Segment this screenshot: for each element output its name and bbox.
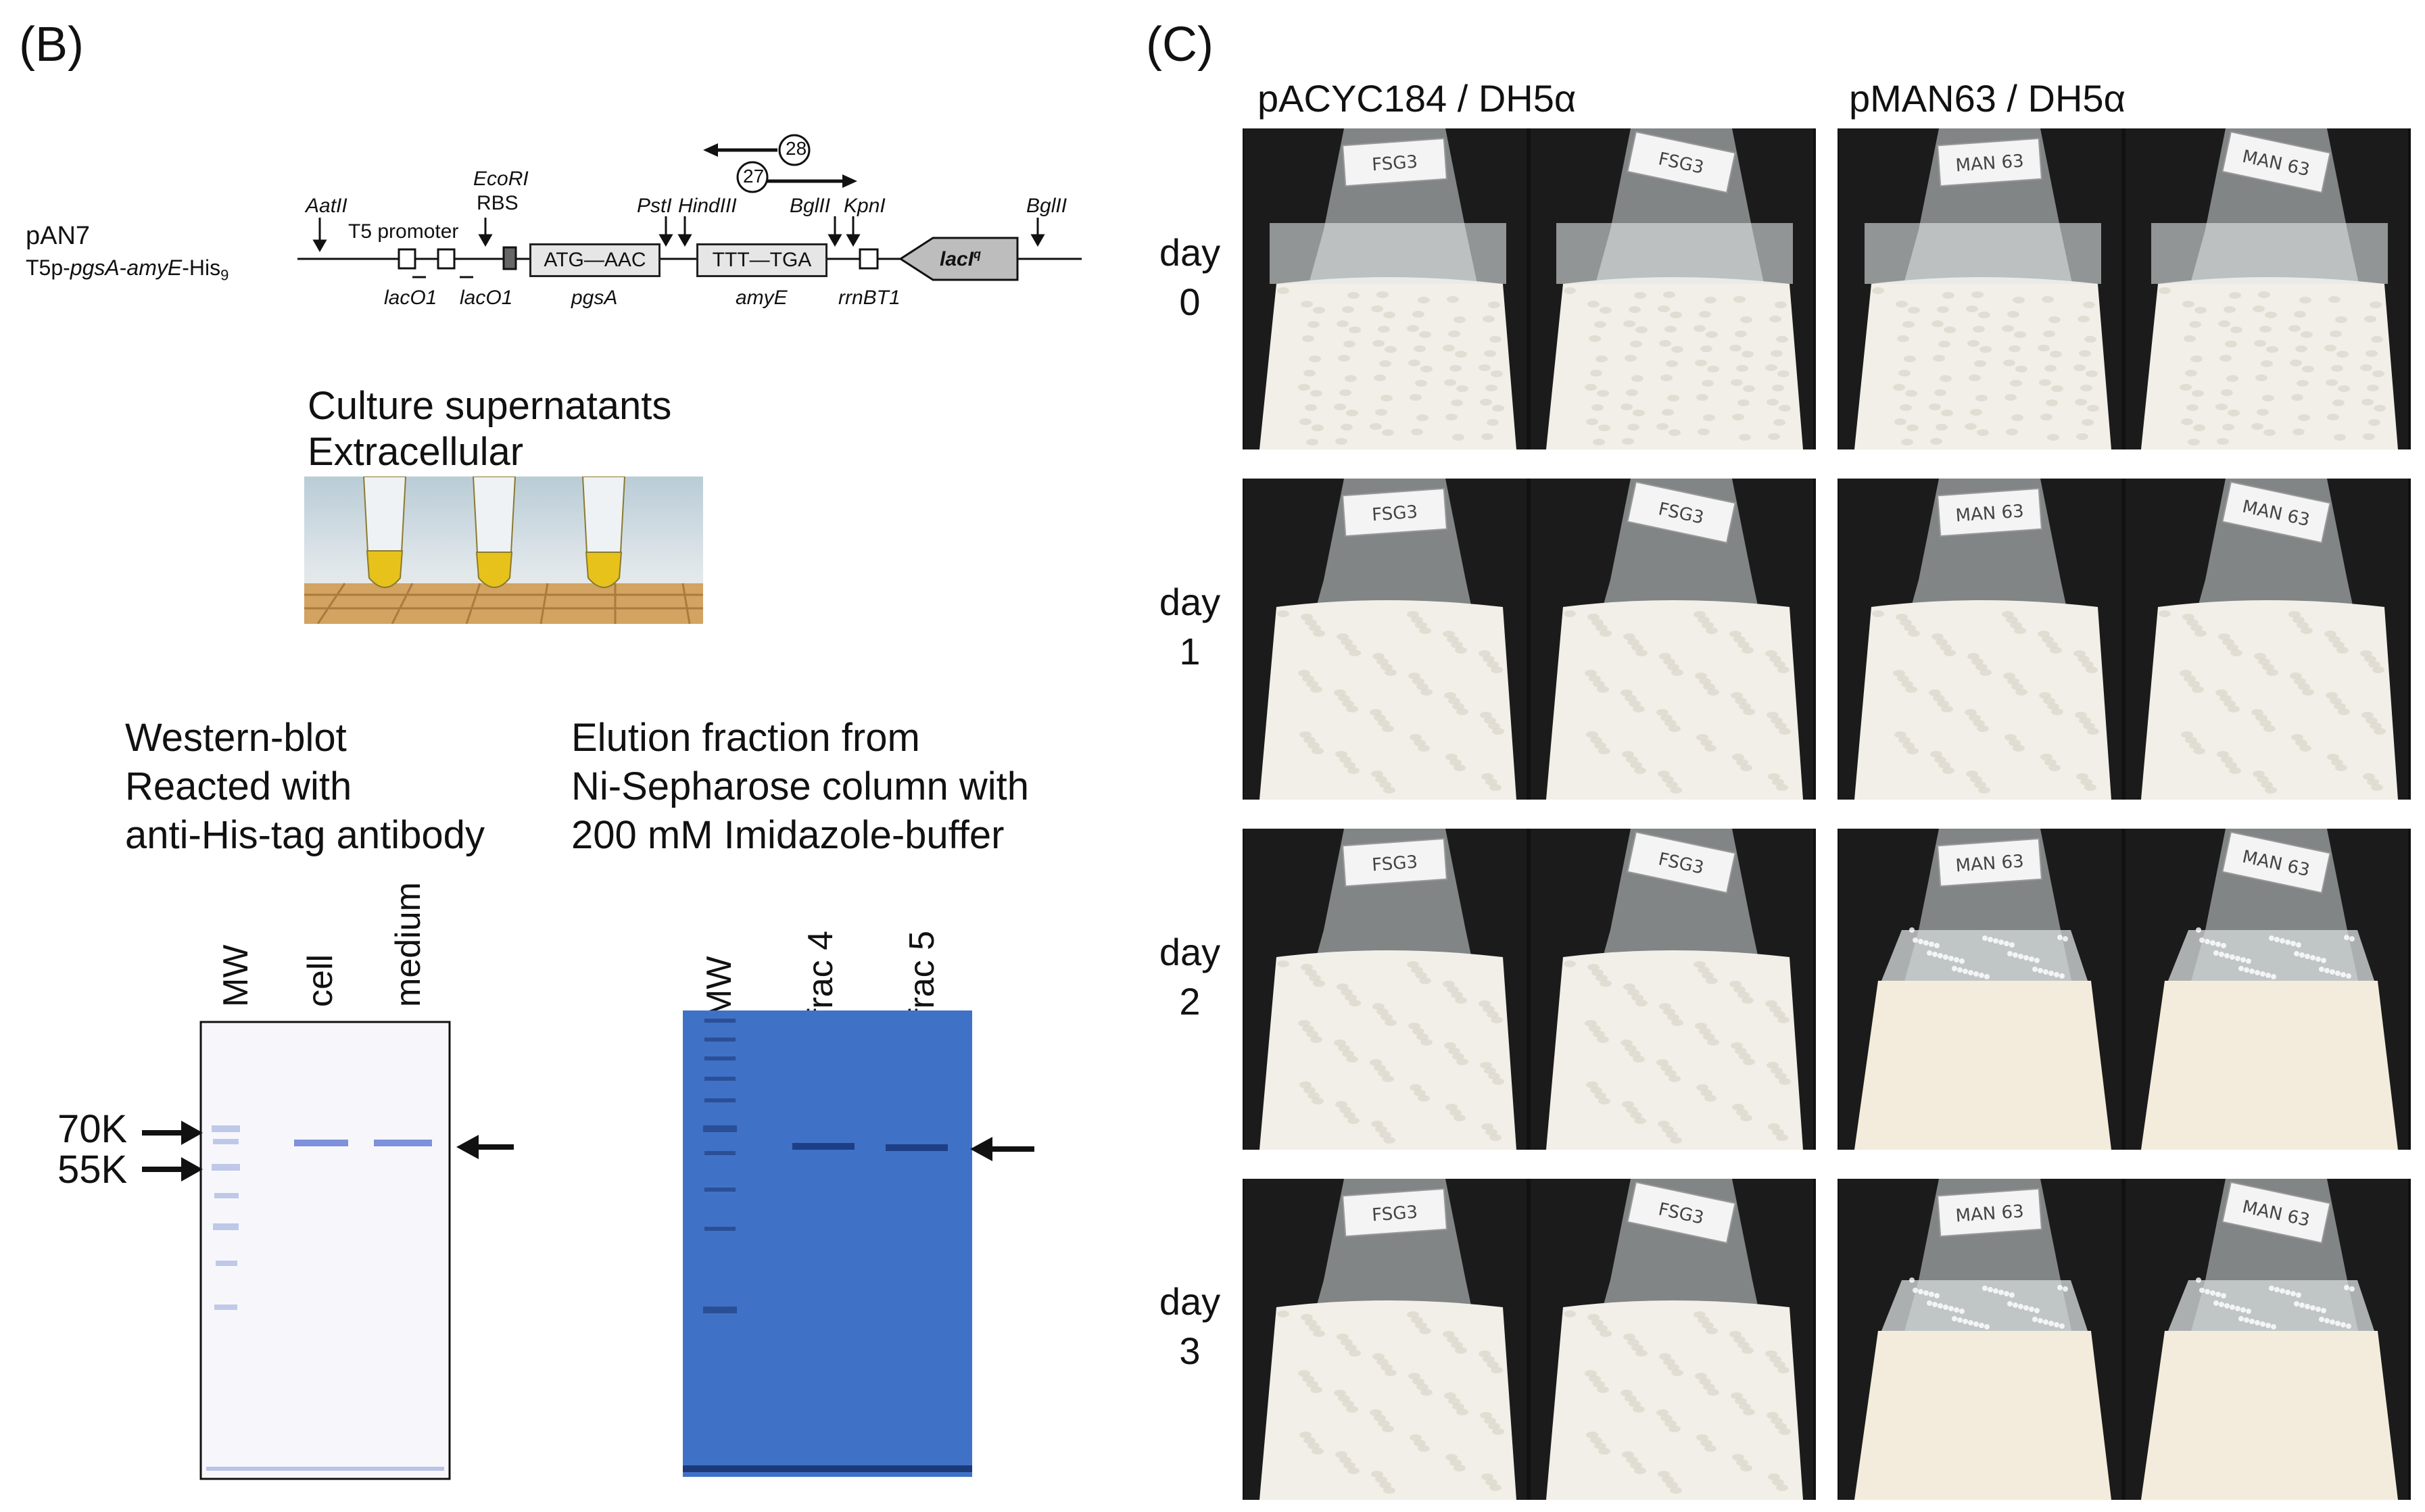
primer-27-label: 27 bbox=[743, 166, 765, 187]
marker-55k: 55K bbox=[57, 1148, 128, 1192]
plasmid-construct: T5p-pgsA-amyE-His9 bbox=[26, 255, 229, 284]
amye-label: amyE bbox=[736, 287, 788, 309]
elution-band-arrow bbox=[970, 1137, 1034, 1161]
svg-text:MAN 63: MAN 63 bbox=[1955, 151, 2025, 176]
marker-arrows bbox=[142, 1121, 514, 1181]
primer-28-label: 28 bbox=[786, 138, 807, 159]
culture-title-1: Culture supernatants bbox=[308, 384, 672, 428]
svg-text:MAN 63: MAN 63 bbox=[1955, 852, 2025, 877]
western-title-3: anti-His-tag antibody bbox=[125, 813, 485, 857]
svg-text:FSG3: FSG3 bbox=[1371, 1202, 1418, 1226]
culture-title-2: Extracellular bbox=[308, 430, 524, 474]
site-kpni: KpnI bbox=[844, 195, 886, 217]
elution-title-1: Elution fraction from bbox=[571, 716, 920, 760]
site-psti: PstI bbox=[637, 195, 672, 217]
t5-promoter-label: T5 promoter bbox=[348, 220, 459, 243]
elution-lane-frac5: frac 5 bbox=[903, 930, 942, 1019]
site-bglii-1: BglII bbox=[790, 195, 831, 217]
site-hindiii: HindIII bbox=[678, 195, 737, 217]
terminator-label: rrnBT1 bbox=[838, 287, 901, 309]
site-bglii-2: BglII bbox=[1026, 195, 1067, 217]
svg-text:FSG3: FSG3 bbox=[1371, 502, 1418, 526]
western-blot-membrane bbox=[199, 1021, 451, 1480]
pgsa-label: pgsA bbox=[571, 287, 618, 309]
site-ecori: EcoRI bbox=[473, 168, 529, 190]
laco1-label-b: lacO1 bbox=[460, 287, 513, 309]
rbs-label: RBS bbox=[477, 192, 519, 214]
plasmid-backbone bbox=[297, 134, 1082, 281]
pgsa-box: ATG—AAC bbox=[529, 243, 661, 277]
marker-70k: 70K bbox=[57, 1107, 128, 1151]
svg-text:FSG3: FSG3 bbox=[1371, 152, 1418, 176]
svg-text:MAN 63: MAN 63 bbox=[1955, 1202, 2025, 1227]
svg-text:MAN 63: MAN 63 bbox=[1955, 502, 2025, 527]
elution-title-2: Ni-Sepharose column with bbox=[571, 764, 1029, 808]
plasmid-name: pAN7 bbox=[26, 222, 91, 250]
western-title-2: Reacted with bbox=[125, 764, 352, 808]
coomassie-gel bbox=[683, 1010, 972, 1477]
elution-lane-frac4: frac 4 bbox=[801, 930, 840, 1019]
panel-b-label: (B) bbox=[19, 18, 84, 72]
column-header-control: pACYC184 / DH5α bbox=[1257, 77, 1577, 120]
western-title-1: Western-blot bbox=[125, 716, 347, 760]
laco1-label-a: lacO1 bbox=[384, 287, 437, 309]
amye-box: TTT—TGA bbox=[696, 243, 827, 277]
elution-lane-mw: MW bbox=[700, 956, 739, 1019]
tubes-photo bbox=[304, 477, 703, 624]
site-aatii: AatII bbox=[306, 195, 347, 217]
panel-c-label: (C) bbox=[1146, 18, 1214, 72]
column-header-pman63: pMAN63 / DH5α bbox=[1849, 77, 2126, 120]
elution-title-3: 200 mM Imidazole-buffer bbox=[571, 813, 1005, 857]
laci-label: lacIq bbox=[940, 247, 982, 270]
svg-text:FSG3: FSG3 bbox=[1371, 852, 1418, 876]
